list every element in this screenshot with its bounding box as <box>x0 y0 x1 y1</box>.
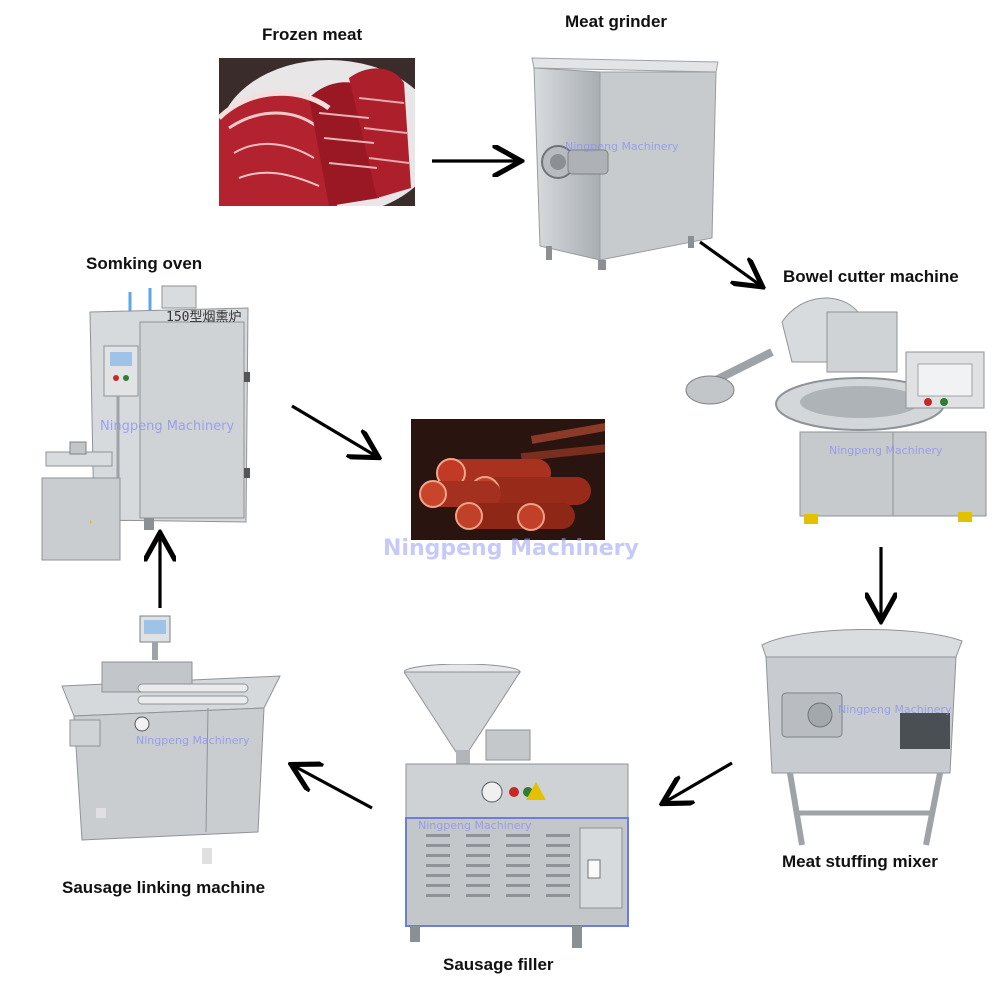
label-stuffing-mixer: Meat stuffing mixer <box>782 852 938 871</box>
label-smoking-oven: Somking oven <box>86 254 203 273</box>
frozen-meat-image <box>219 58 415 206</box>
arrow-icon <box>291 404 376 456</box>
linking-machine-image <box>58 612 286 868</box>
label-bowl-cutter: Bowel cutter machine <box>783 267 959 286</box>
watermark-filler: Ningpeng Machinery <box>418 819 532 832</box>
watermark-mixer: Ningpeng Machinery <box>838 703 952 716</box>
stuffing-mixer-image <box>760 623 964 848</box>
watermark-grinder: Ningpeng Machinery <box>565 140 679 153</box>
watermark-oven: Ningpeng Machinery <box>100 419 235 434</box>
arrow-icon <box>665 761 733 802</box>
sausage-filler-image <box>404 664 630 952</box>
label-frozen-meat: Frozen meat <box>262 25 363 44</box>
arrow-icon <box>294 766 373 810</box>
bowl-cutter-image <box>682 282 990 528</box>
sausage-product-image <box>411 419 605 540</box>
label-meat-grinder: Meat grinder <box>565 12 668 31</box>
watermark-cutter: Ningpeng Machinery <box>829 444 943 457</box>
label-linking-machine: Sausage linking machine <box>62 878 266 897</box>
watermark-linker: Ningpeng Machinery <box>136 734 250 747</box>
watermark-center: Ningpeng Machinery <box>383 536 639 561</box>
meat-grinder-image <box>528 50 723 272</box>
arrow-icon <box>699 240 760 285</box>
oven-nameplate: 150型烟熏炉 <box>166 310 242 325</box>
label-sausage-filler: Sausage filler <box>443 955 554 974</box>
smoking-oven-image <box>40 282 252 568</box>
